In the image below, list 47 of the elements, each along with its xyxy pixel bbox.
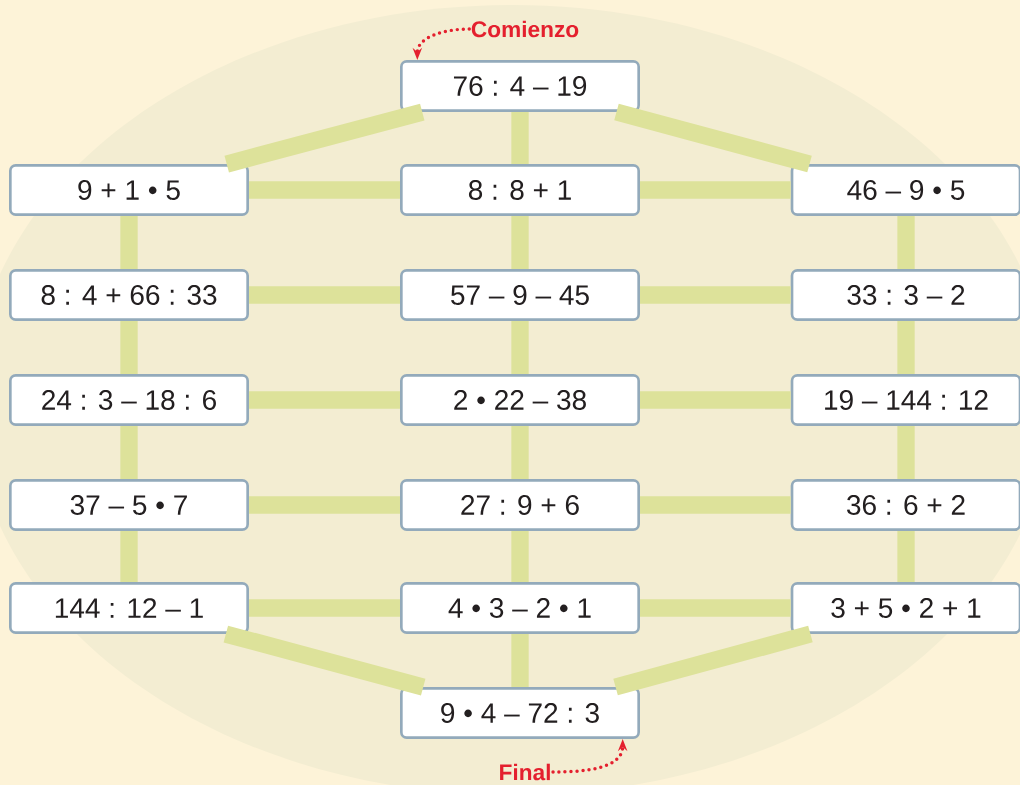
expression-box: 46 – 9 • 5: [790, 164, 1020, 216]
connector-bar: [613, 625, 813, 696]
connector-bar: [640, 599, 791, 617]
connector-bar: [640, 391, 791, 409]
connector-bar: [897, 426, 915, 479]
expression-box: 37 – 5 • 7: [9, 479, 249, 531]
expression-box: 24 : 3 – 18 : 6: [9, 374, 249, 426]
expression-box: 76 : 4 – 19: [400, 60, 640, 112]
connector-bar: [249, 496, 400, 514]
connector-bar: [511, 321, 529, 374]
start-label: Comienzo: [471, 20, 579, 38]
connector-bar: [614, 103, 812, 173]
expression-box: 3 + 5 • 2 + 1: [790, 582, 1020, 634]
expression-box: 4 • 3 – 2 • 1: [400, 582, 640, 634]
connector-bar: [249, 181, 400, 199]
connector-bar: [511, 112, 529, 164]
connector-bar: [120, 321, 138, 374]
connector-bar: [249, 599, 400, 617]
connector-bar: [249, 286, 400, 304]
connector-bar: [640, 496, 791, 514]
end-label: Final: [500, 763, 550, 781]
expression-box: 19 – 144 : 12: [790, 374, 1020, 426]
connector-bar: [224, 103, 425, 173]
expression-box: 144 : 12 – 1: [9, 582, 249, 634]
connector-bar: [897, 531, 915, 582]
connector-bar: [897, 321, 915, 374]
connector-bar: [640, 181, 791, 199]
connector-bar: [897, 216, 915, 269]
expression-box: 57 – 9 – 45: [400, 269, 640, 321]
connector-bar: [223, 625, 426, 696]
connector-bar: [249, 391, 400, 409]
connector-bar: [640, 286, 791, 304]
expression-box: 8 : 4 + 66 : 33: [9, 269, 249, 321]
connector-bar: [511, 426, 529, 479]
expression-box: 8 : 8 + 1: [400, 164, 640, 216]
expression-box: 36 : 6 + 2: [790, 479, 1020, 531]
expression-box: 9 • 4 – 72 : 3: [400, 687, 640, 739]
expression-box: 2 • 22 – 38: [400, 374, 640, 426]
connector-bar: [511, 634, 529, 687]
connector-bar: [511, 216, 529, 269]
connector-bar: [511, 531, 529, 582]
expression-box: 9 + 1 • 5: [9, 164, 249, 216]
connector-bar: [120, 426, 138, 479]
connector-bar: [120, 216, 138, 269]
expression-box: 33 : 3 – 2: [790, 269, 1020, 321]
connector-bar: [120, 531, 138, 582]
expression-box: 27 : 9 + 6: [400, 479, 640, 531]
